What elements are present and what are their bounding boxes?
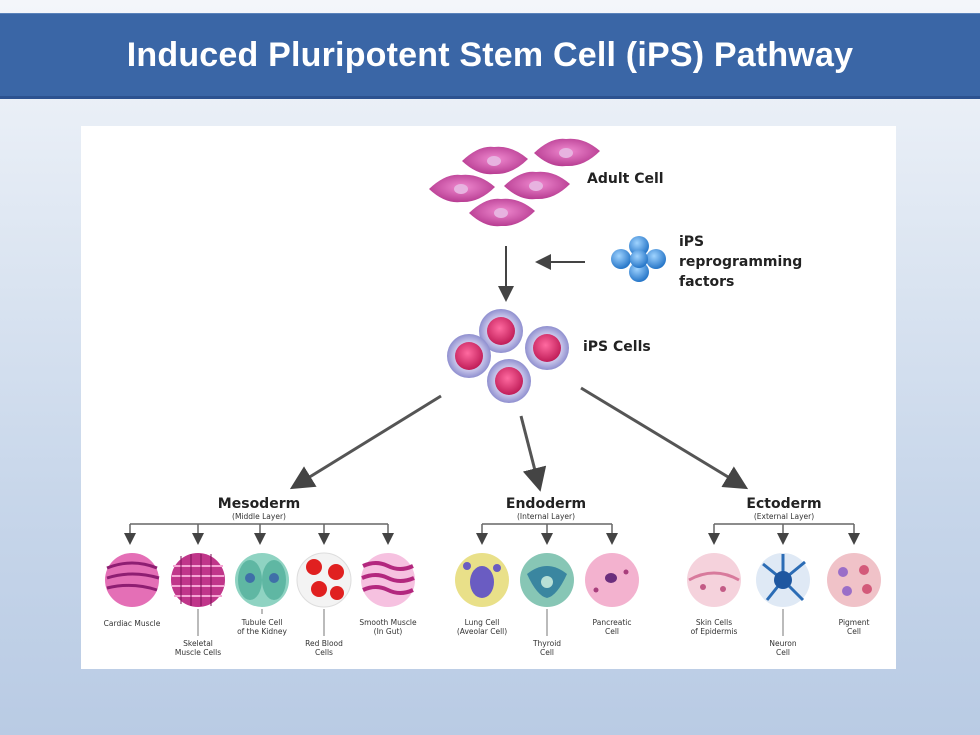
pathway-graphics [105,138,881,636]
adult-cells-icon [429,138,600,227]
red-blood-cells-icon [296,552,352,608]
neuron-cell-icon [756,553,810,607]
page-title: Induced Pluripotent Stem Cell (iPS) Path… [126,35,854,74]
cardiac-muscle-icon [105,553,160,607]
cell-label-leaders [197,609,784,636]
pigment-cell-icon [827,553,881,607]
mesoderm-label: Mesoderm [217,496,301,512]
factors-label-3: factors [679,274,735,290]
thyroid-cell-icon [520,553,574,607]
cell-label-smooth-muscle: Smooth Muscle(In Gut) [359,618,417,636]
ectoderm-sub: (External Layer) [753,512,815,521]
cell-label-lung: Lung Cell(Aveolar Cell) [456,618,508,636]
factors-label-2: reprogramming [679,254,803,270]
lung-cell-icon [455,553,509,607]
pancreatic-cell-icon [585,553,639,607]
mesoderm-arrow [289,394,442,490]
adult-cell-label: Adult Cell [587,171,664,187]
endoderm-label: Endoderm [505,496,587,512]
ectoderm-label: Ectoderm [746,496,822,512]
diagram-panel: Adult Cell iPS reprogramming factors iPS… [81,126,896,669]
ips-cells-label: iPS Cells [583,339,651,355]
endoderm-sub: (Internal Layer) [516,512,576,521]
smooth-muscle-icon [361,553,415,607]
factors-label-1: iPS [679,234,705,250]
layer-brackets [124,523,860,545]
endoderm-arrow [519,415,547,492]
skin-cells-icon [687,553,741,607]
cell-label-cardiac: Cardiac Muscle [103,619,161,628]
ips-cells-icon [447,309,569,403]
kidney-tubule-icon [235,553,289,607]
title-bar: Induced Pluripotent Stem Cell (iPS) Path… [0,13,980,99]
skeletal-muscle-icon [171,553,225,607]
ectoderm-arrow [580,386,749,490]
mesoderm-sub: (Middle Layer) [232,512,286,521]
reprogramming-factors-icon [611,236,666,282]
